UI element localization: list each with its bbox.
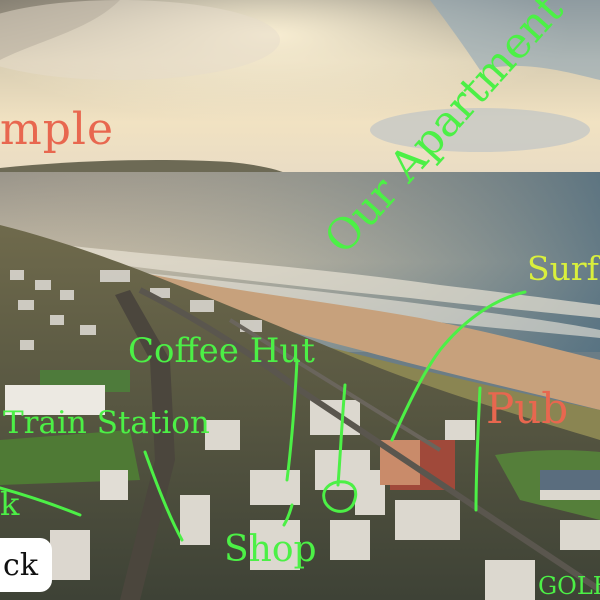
sample-watermark-label: mple <box>0 104 114 155</box>
golf-label: GOLF <box>538 572 600 600</box>
shop-stroke <box>282 503 294 527</box>
walk-stroke <box>0 486 82 517</box>
pub-stroke <box>474 386 482 512</box>
shop-label: Shop <box>224 529 317 570</box>
train-station-label: Train Station <box>3 405 210 441</box>
apartment-circle <box>322 480 358 513</box>
walk-label: k <box>0 485 20 523</box>
train-station-stroke <box>143 450 184 542</box>
coffee-hut-stroke <box>285 358 299 482</box>
surf-stroke <box>390 290 527 442</box>
coffee-hut-label: Coffee Hut <box>128 331 315 371</box>
apartment-stroke <box>336 383 347 487</box>
pub-label: Pub <box>486 384 569 433</box>
back-button[interactable]: ck <box>0 538 52 592</box>
surf-label: Surf <box>527 249 599 288</box>
